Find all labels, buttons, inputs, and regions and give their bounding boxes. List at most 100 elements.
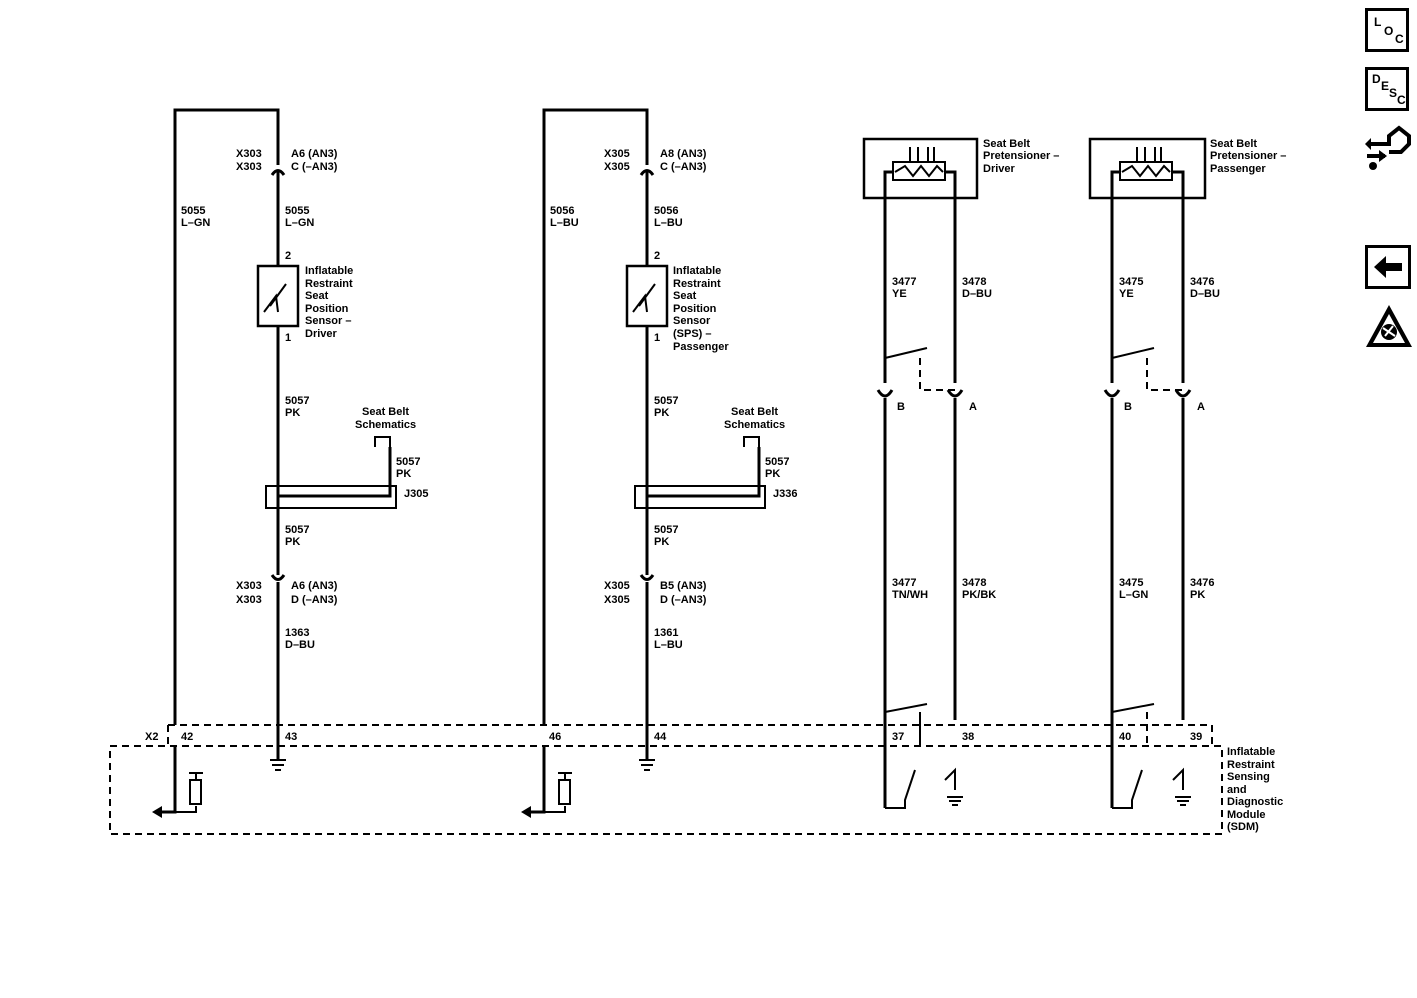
wire-color: L–GN bbox=[1119, 589, 1148, 601]
seat-belt-schematics-link[interactable]: Seat Belt Schematics bbox=[355, 406, 416, 431]
wire-number: 3475 bbox=[1119, 276, 1143, 288]
wire-color: PK bbox=[1190, 589, 1205, 601]
pin-label: A6 (AN3) bbox=[291, 580, 338, 592]
back-button[interactable] bbox=[1365, 245, 1411, 289]
pin-label: A6 (AN3) bbox=[291, 148, 338, 160]
pin-number: 37 bbox=[892, 731, 904, 743]
connector-label: X303 bbox=[236, 580, 262, 592]
wire-number: 5056 bbox=[550, 205, 574, 217]
connector-label: X305 bbox=[604, 161, 630, 173]
sdm-module: X2 42 43 46 44 37 38 40 39 Inflatable Re… bbox=[109, 724, 1286, 835]
desc-icon-letter-s: S bbox=[1389, 86, 1398, 100]
desc-icon-letter-e: E bbox=[1381, 79, 1390, 93]
wire-color: D–BU bbox=[1190, 288, 1220, 300]
wire-color: D–BU bbox=[962, 288, 992, 300]
wire-number: 5057 bbox=[654, 524, 678, 536]
wire-color: L–BU bbox=[654, 639, 683, 651]
wire-color: L–GN bbox=[285, 217, 314, 229]
pin-number: 38 bbox=[962, 731, 974, 743]
pin-number: 44 bbox=[654, 731, 667, 743]
connector-label: X303 bbox=[236, 594, 262, 606]
pin-label: A8 (AN3) bbox=[660, 148, 707, 160]
module-label: Inflatable Restraint Sensing and Diagnos… bbox=[1227, 746, 1286, 833]
wire-number: 1363 bbox=[285, 627, 309, 639]
wire-number: 3476 bbox=[1190, 577, 1214, 589]
pin-label: D (–AN3) bbox=[660, 594, 707, 606]
wire-color: L–GN bbox=[181, 217, 210, 229]
desc-icon-letter-c2: C bbox=[1397, 93, 1406, 107]
wire-color: PK bbox=[765, 468, 780, 480]
pin-letter: A bbox=[1197, 401, 1205, 413]
wire-color: PK bbox=[285, 536, 300, 548]
pin-number: 46 bbox=[549, 731, 561, 743]
pin-number: 1 bbox=[285, 332, 291, 344]
splice-label: J305 bbox=[404, 488, 428, 500]
desc-icon: D bbox=[1372, 72, 1381, 86]
loc-icon-letter-c: C bbox=[1395, 32, 1404, 46]
wire-number: 5057 bbox=[285, 524, 309, 536]
pin-number: 39 bbox=[1190, 731, 1202, 743]
driver-sensor-circuit: X303 X303 A6 (AN3) C (–AN3) 5055 L–GN 50… bbox=[173, 108, 428, 771]
wire-number: 3475 bbox=[1119, 577, 1143, 589]
connector-label: X305 bbox=[604, 594, 630, 606]
pin-letter: B bbox=[1124, 401, 1132, 413]
seat-belt-schematics-link[interactable]: Seat Belt Schematics bbox=[724, 406, 785, 431]
wire-number: 3477 bbox=[892, 577, 916, 589]
pin-number: 43 bbox=[285, 731, 297, 743]
connector-label: X305 bbox=[604, 148, 630, 160]
connector-label: X2 bbox=[145, 731, 158, 743]
connector-label: X303 bbox=[236, 161, 262, 173]
component-label: Seat Belt Pretensioner – Passenger bbox=[1210, 138, 1289, 175]
wire-number: 3476 bbox=[1190, 276, 1214, 288]
sensor-label: Inflatable Restraint Seat Position Senso… bbox=[305, 265, 356, 340]
wire-number: 5056 bbox=[654, 205, 678, 217]
pin-label: C (–AN3) bbox=[291, 161, 338, 173]
loc-icon-letter-o: O bbox=[1384, 24, 1394, 38]
wire-color: YE bbox=[1119, 288, 1134, 300]
wire-color: YE bbox=[892, 288, 907, 300]
sensor-label: Inflatable Restraint Seat Position Senso… bbox=[673, 265, 729, 353]
wire-number: 5057 bbox=[765, 456, 789, 468]
loc-icon: L bbox=[1374, 15, 1382, 29]
wire-color: TN/WH bbox=[892, 589, 928, 601]
pin-label: B5 (AN3) bbox=[660, 580, 707, 592]
driver-pretensioner-circuit: Seat Belt Pretensioner – Driver 3477 YE … bbox=[862, 137, 1062, 809]
desc-button[interactable]: D E S C bbox=[1365, 67, 1409, 111]
passenger-sensor-circuit: X305 X305 A8 (AN3) C (–AN3) 5056 L–BU 50… bbox=[542, 108, 797, 771]
wire-number: 5055 bbox=[181, 205, 205, 217]
wire-color: D–BU bbox=[285, 639, 315, 651]
pin-letter: A bbox=[969, 401, 977, 413]
pin-number: 2 bbox=[654, 250, 660, 262]
splice-label: J336 bbox=[773, 488, 797, 500]
connector-label: X305 bbox=[604, 580, 630, 592]
wire-number: 3478 bbox=[962, 276, 986, 288]
wire-number: 3478 bbox=[962, 577, 986, 589]
passenger-pretensioner-circuit: Seat Belt Pretensioner – Passenger 3475 … bbox=[1088, 137, 1289, 809]
connector-label: X303 bbox=[236, 148, 262, 160]
pin-number: 40 bbox=[1119, 731, 1131, 743]
pin-number: 2 bbox=[285, 250, 291, 262]
wiring-schematic: X303 X303 A6 (AN3) C (–AN3) 5055 L–GN 50… bbox=[109, 108, 1289, 835]
wire-color: L–BU bbox=[654, 217, 683, 229]
esd-warning-icon[interactable] bbox=[1363, 302, 1413, 352]
wire-number: 3477 bbox=[892, 276, 916, 288]
loc-button[interactable]: L O C bbox=[1365, 8, 1409, 52]
wire-number: 1361 bbox=[654, 627, 678, 639]
wire-number: 5057 bbox=[654, 395, 678, 407]
wire-number: 5055 bbox=[285, 205, 309, 217]
wire-color: PK/BK bbox=[962, 589, 996, 601]
wire-color: PK bbox=[396, 468, 411, 480]
wire-number: 5057 bbox=[285, 395, 309, 407]
wire-color: L–BU bbox=[550, 217, 579, 229]
component-label: Seat Belt Pretensioner – Driver bbox=[983, 138, 1062, 175]
pin-number: 42 bbox=[181, 731, 193, 743]
connector-icon[interactable] bbox=[1363, 122, 1413, 172]
pin-number: 1 bbox=[654, 332, 660, 344]
wire-number: 5057 bbox=[396, 456, 420, 468]
pin-letter: B bbox=[897, 401, 905, 413]
wire-color: PK bbox=[654, 536, 669, 548]
pin-label: C (–AN3) bbox=[660, 161, 707, 173]
wire-color: PK bbox=[654, 407, 669, 419]
pin-label: D (–AN3) bbox=[291, 594, 338, 606]
wire-color: PK bbox=[285, 407, 300, 419]
